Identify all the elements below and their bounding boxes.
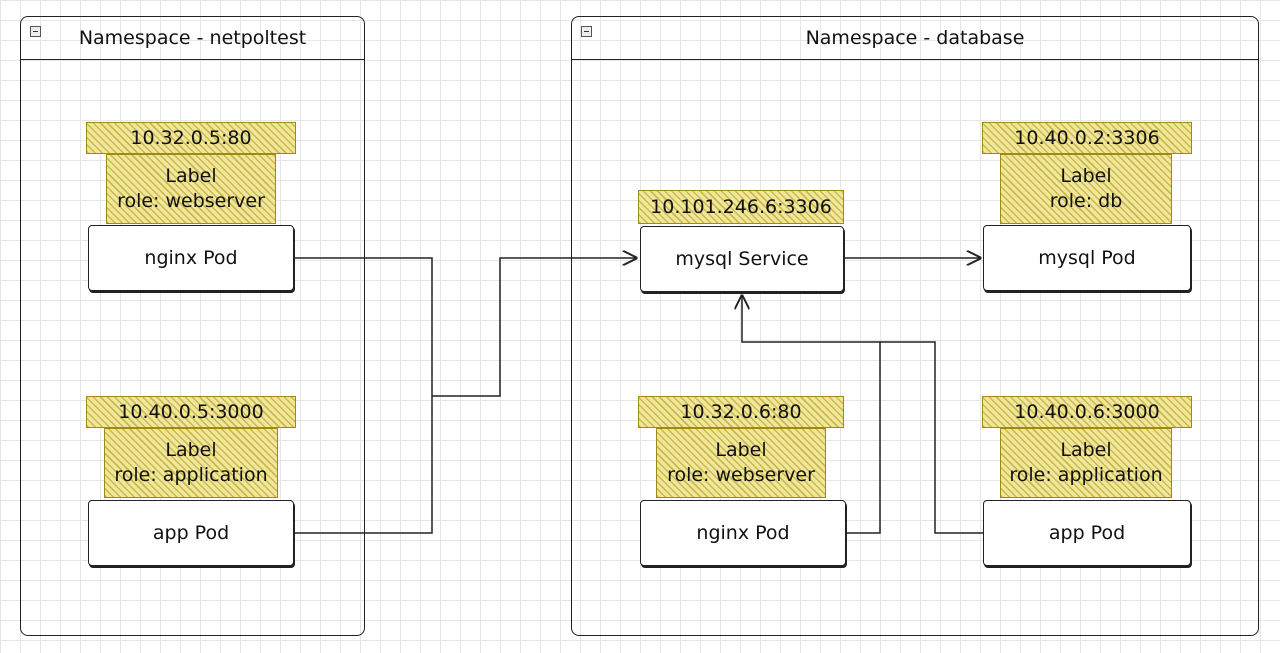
ip-badge: 10.40.0.6:3000 [982,396,1192,428]
label-title: Label [1060,439,1112,461]
ip-text: 10.40.0.5:3000 [118,400,264,423]
pod-label: Label role: application [104,428,278,498]
connector-nginx-to-service [294,258,636,397]
collapse-icon[interactable] [581,26,592,37]
connector-app-to-service [294,396,433,534]
pod-name: nginx Pod [696,522,790,544]
pod-name: app Pod [152,522,230,544]
label-value: role: webserver [667,464,815,486]
namespace-database[interactable]: Namespace - database [571,16,1259,636]
connector-db-nginx-to-service [742,296,881,534]
ip-badge: 10.32.0.6:80 [638,396,844,428]
service-name: mysql Service [675,248,809,270]
label-value: role: application [114,464,268,486]
label-value: role: webserver [117,190,265,212]
pod-name: app Pod [1048,522,1126,544]
pod-label: Label role: webserver [106,154,276,224]
app-pod[interactable]: app Pod [88,500,294,566]
pod-label: Label role: application [1000,428,1172,498]
connector-db-app-to-service [880,341,983,534]
pod-name: mysql Pod [1038,247,1136,269]
collapse-icon[interactable] [30,26,41,37]
label-value: role: db [1049,190,1123,212]
label-title: Label [1060,165,1112,187]
nginx-pod[interactable]: nginx Pod [640,500,846,566]
ip-badge: 10.32.0.5:80 [86,122,296,154]
label-value: role: application [1009,464,1163,486]
pod-name: nginx Pod [144,247,238,269]
ip-text: 10.32.0.5:80 [130,126,252,149]
namespace-header: Namespace - database [572,17,1258,60]
ip-text: 10.40.0.2:3306 [1014,126,1160,149]
mysql-pod[interactable]: mysql Pod [983,225,1191,291]
ip-badge: 10.101.246.6:3306 [638,190,844,224]
nginx-pod[interactable]: nginx Pod [88,225,294,291]
app-pod[interactable]: app Pod [983,500,1191,566]
namespace-title: Namespace - netpoltest [78,27,307,49]
pod-label: Label role: db [1000,154,1172,224]
ip-text: 10.32.0.6:80 [680,400,802,423]
ip-badge: 10.40.0.2:3306 [982,122,1192,154]
label-title: Label [165,439,217,461]
mysql-service[interactable]: mysql Service [640,226,844,292]
namespace-netpoltest[interactable]: Namespace - netpoltest [20,16,365,636]
namespace-title: Namespace - database [805,27,1025,49]
namespace-header: Namespace - netpoltest [21,17,364,60]
ip-text: 10.101.246.6:3306 [650,195,832,218]
ip-badge: 10.40.0.5:3000 [86,396,296,428]
label-title: Label [715,439,767,461]
label-title: Label [165,165,217,187]
pod-label: Label role: webserver [656,428,826,498]
ip-text: 10.40.0.6:3000 [1014,400,1160,423]
